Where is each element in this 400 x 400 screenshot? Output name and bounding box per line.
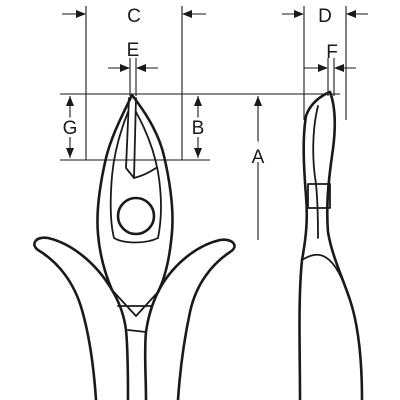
head-inner-outline bbox=[109, 111, 162, 244]
c-arrow-left bbox=[76, 10, 86, 18]
g-arrow-top bbox=[66, 96, 74, 106]
label-c: C bbox=[127, 6, 141, 27]
d-arrow-right bbox=[346, 10, 356, 18]
left-handle bbox=[33, 236, 114, 400]
pivot-screw bbox=[116, 196, 156, 236]
side-view bbox=[298, 90, 364, 400]
front-view bbox=[33, 93, 236, 400]
side-inner-line bbox=[312, 105, 319, 239]
side-joint-block bbox=[307, 183, 331, 209]
blade-jaw-curve bbox=[133, 167, 157, 179]
blade-line bbox=[125, 97, 137, 179]
left-handle-inner bbox=[110, 288, 130, 400]
e-arrow-left bbox=[120, 64, 130, 72]
b-arrow-bottom bbox=[194, 148, 202, 158]
label-e: E bbox=[127, 40, 140, 61]
d-arrow-left bbox=[294, 10, 304, 18]
side-outline bbox=[298, 90, 364, 400]
c-arrow-right bbox=[182, 10, 192, 18]
head-outline bbox=[96, 93, 174, 294]
b-arrow-top bbox=[194, 96, 202, 106]
f-arrow-right bbox=[334, 64, 344, 72]
e-arrow-right bbox=[136, 64, 146, 72]
a-arrow-top bbox=[254, 96, 262, 106]
side-handle-line bbox=[301, 253, 351, 301]
handle-cross-lines bbox=[111, 289, 159, 333]
label-d: D bbox=[318, 6, 332, 27]
dimension-labels: C D E F G B A bbox=[60, 6, 338, 171]
dimension-lines bbox=[60, 6, 368, 240]
label-a: A bbox=[252, 147, 265, 168]
label-g: G bbox=[63, 118, 78, 139]
label-f: F bbox=[326, 42, 338, 63]
right-handle-inner bbox=[143, 290, 160, 400]
label-b: B bbox=[192, 118, 205, 139]
right-handle bbox=[156, 238, 236, 400]
f-arrow-left bbox=[318, 64, 328, 72]
g-arrow-bottom bbox=[66, 148, 74, 158]
